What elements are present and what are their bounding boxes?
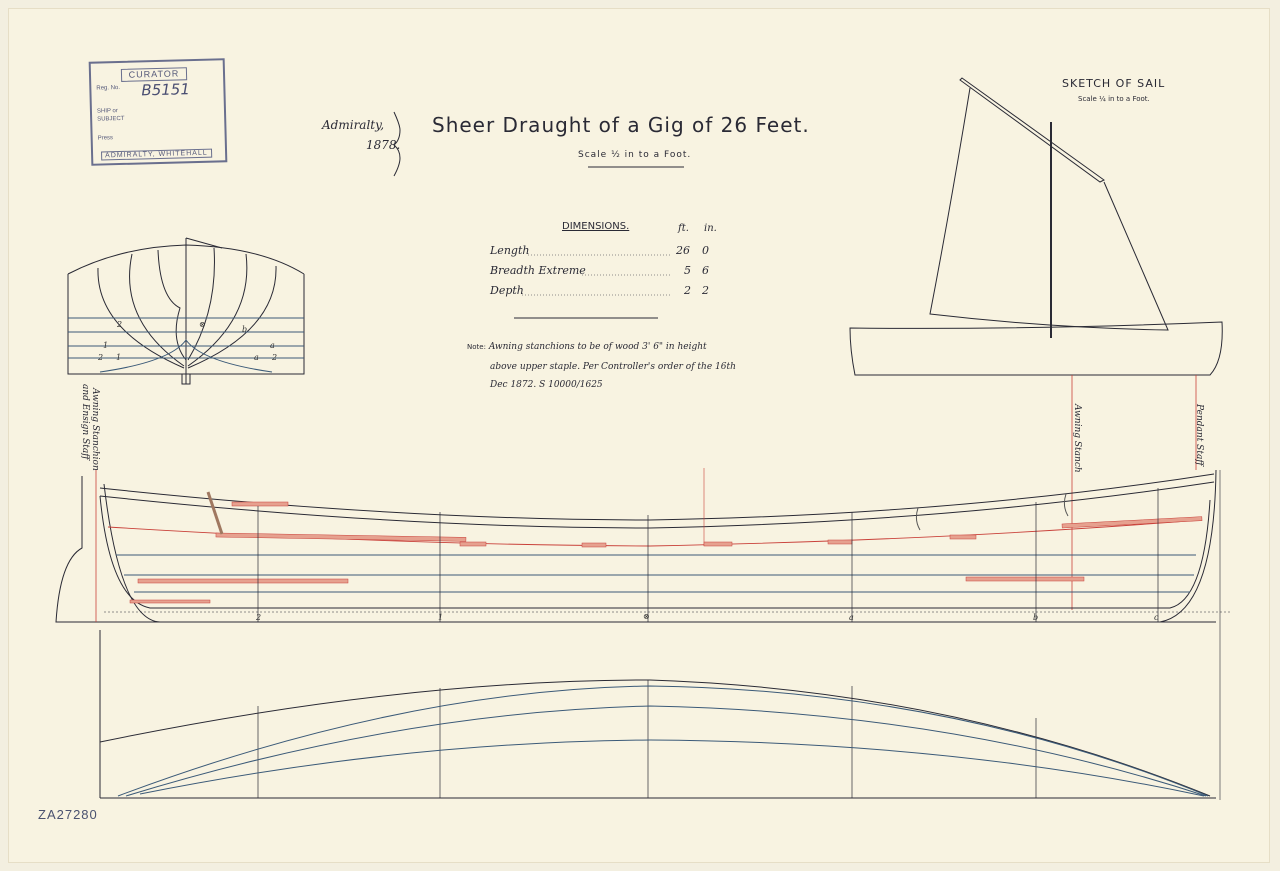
- stamp-reg-label: Reg. No.: [96, 84, 121, 92]
- dimension-length-ft: 26: [676, 244, 690, 257]
- sail-scale: Scale ¼ in to a Foot.: [1078, 95, 1150, 103]
- dimension-breadth-in: 6: [702, 264, 709, 277]
- dimensions-unit-ft: ft.: [678, 223, 689, 234]
- body-station-b: b: [242, 325, 248, 334]
- body-station-a-upper: a: [270, 341, 275, 350]
- dimensions-heading: DIMENSIONS.: [562, 221, 630, 232]
- label-ensign-staff: and Ensign Staff: [80, 384, 90, 460]
- half-breadth-waterlines: [117, 685, 1209, 797]
- stanchions: [206, 491, 1069, 535]
- dimension-depth-in: 2: [702, 284, 709, 297]
- stamp-ship-label: SHIP or: [96, 108, 118, 115]
- note-line-1: Note: Awning stanchions to be of wood 3'…: [467, 342, 707, 352]
- body-station-1-upper: 1: [103, 341, 109, 350]
- dimension-depth-ft: 2: [684, 284, 691, 297]
- body-station-2-right: 2: [272, 353, 278, 362]
- sheer-plan: [55, 469, 1230, 800]
- drawing-sheet: [8, 8, 1270, 863]
- dimension-breadth-ft: 5: [684, 264, 691, 277]
- body-station-a-lower: a: [254, 353, 259, 362]
- dimensions-unit-in: in.: [704, 223, 717, 234]
- body-station-2-upper: 2: [117, 320, 123, 329]
- waterlines: [116, 554, 1196, 593]
- drawing-scale: Scale ½ in to a Foot.: [578, 150, 692, 160]
- admiralty-brace: [393, 111, 401, 177]
- section-stations: [257, 488, 1159, 622]
- label-pendant-staff: Pendant Staff: [1194, 404, 1204, 466]
- station-label-c: c: [1154, 613, 1159, 622]
- note-text-1: Awning stanchions to be of wood 3' 6" in…: [488, 342, 707, 352]
- dimension-length-in: 0: [702, 244, 709, 257]
- sail-sketch: [849, 77, 1223, 610]
- dimension-dotted-lines: [522, 254, 672, 296]
- red-timbers: [129, 501, 1203, 604]
- stamp-footer: ADMIRALTY, WHITEHALL: [101, 148, 212, 161]
- year-label: 1878.: [366, 138, 401, 152]
- admiralty-label: Admiralty,: [322, 118, 385, 132]
- dimension-label-length: Length: [490, 244, 530, 257]
- drawing-title: Sheer Draught of a Gig of 26 Feet.: [432, 113, 810, 137]
- note-line-3: Dec 1872. S 10000/1625: [490, 380, 603, 390]
- body-station-midship: ⊗: [199, 320, 206, 329]
- archive-reference: ZA27280: [38, 807, 98, 822]
- stamp-reg-number: B5151: [141, 80, 191, 100]
- body-station-2-lower: 2: [98, 353, 104, 362]
- label-awning-stanch: Awning Stanch: [1072, 404, 1082, 473]
- note-line-2: above upper staple. Per Controller's ord…: [490, 362, 736, 372]
- stamp-subject-label: SUBJECT: [97, 115, 125, 123]
- station-label-2: 2: [256, 613, 262, 622]
- station-label-midship: ⊗: [643, 612, 650, 621]
- curator-stamp: CURATOR Reg. No. B5151 SHIP or SUBJECT P…: [88, 58, 228, 166]
- body-plan: [67, 237, 305, 385]
- body-station-1-lower: 1: [116, 353, 122, 362]
- label-awning-stanchion: Awning Stanchion: [90, 388, 100, 471]
- note-prefix: Note:: [467, 343, 486, 351]
- sail-title: SKETCH OF SAIL: [1062, 77, 1166, 90]
- station-label-a: a: [849, 613, 854, 622]
- station-label-b: b: [1033, 613, 1039, 622]
- dimension-label-breadth: Breadth Extreme: [490, 264, 586, 277]
- half-breadth-plan: [99, 630, 1216, 799]
- dimension-label-depth: Depth: [490, 284, 524, 297]
- stamp-press-label: Press: [97, 135, 114, 142]
- station-label-1: 1: [438, 613, 444, 622]
